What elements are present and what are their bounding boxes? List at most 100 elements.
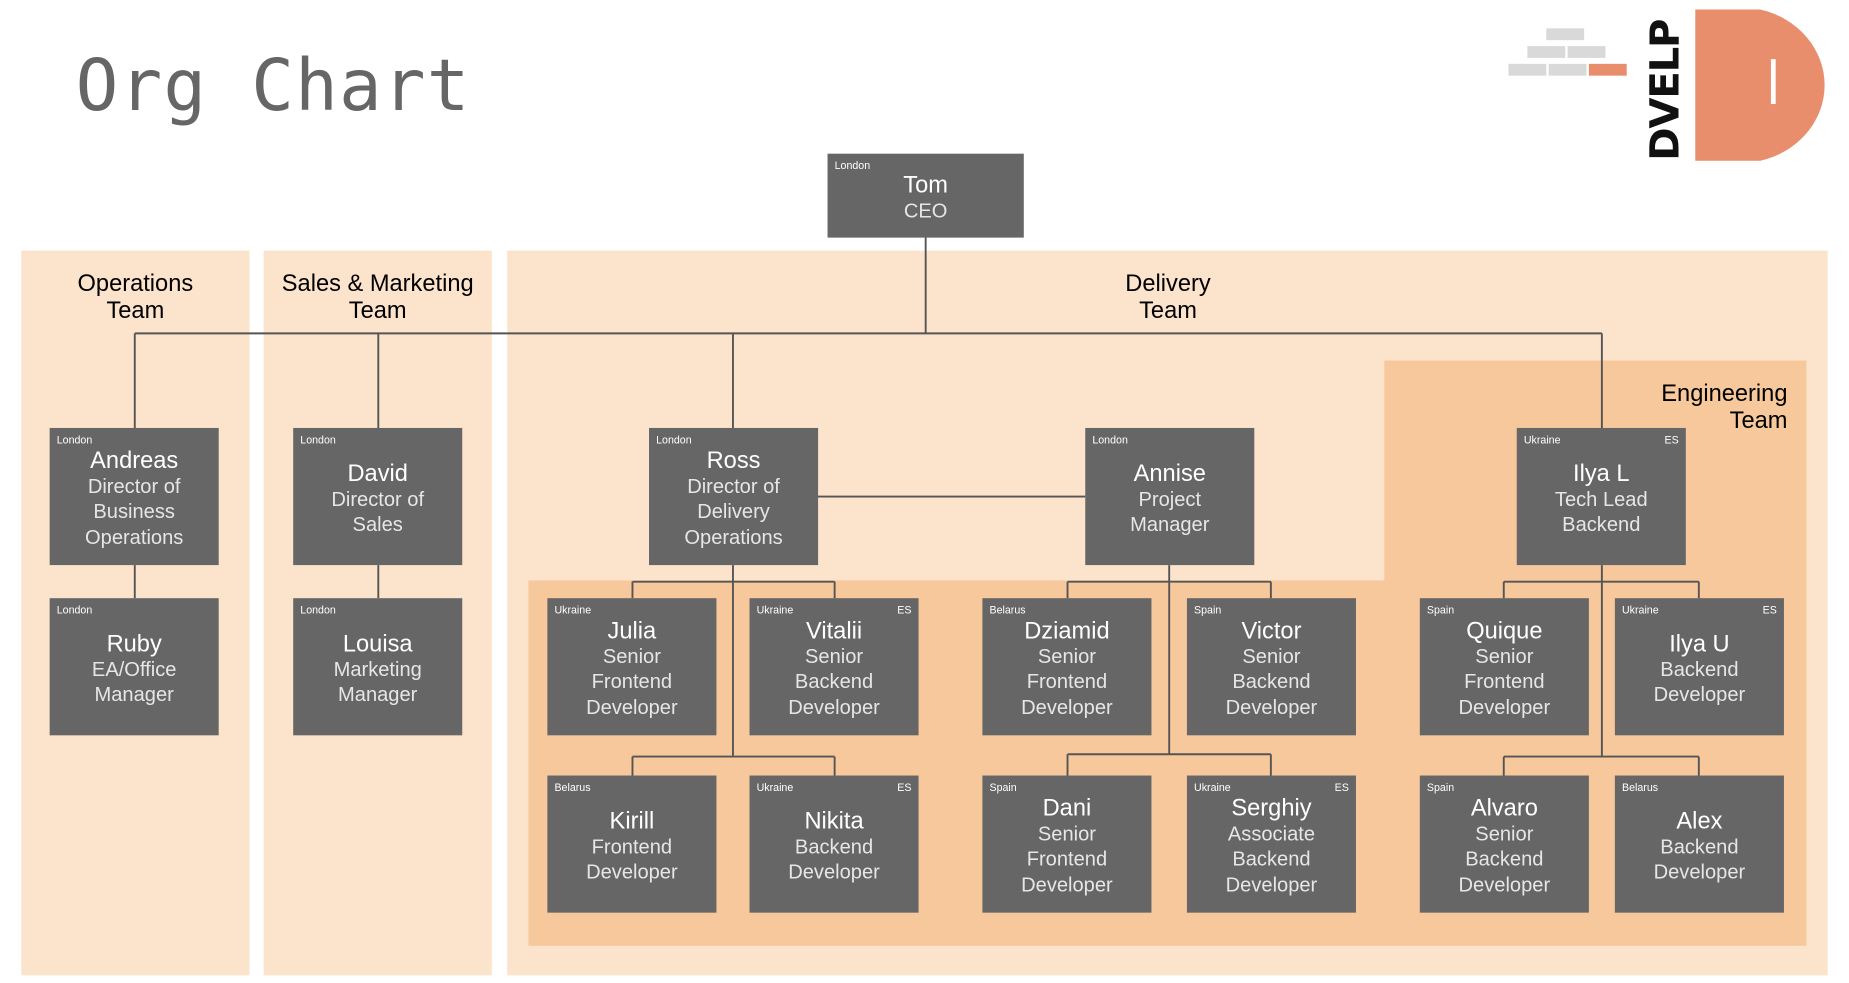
node-location: Spain: [1194, 604, 1222, 616]
node-role: Senior Backend Developer: [788, 645, 880, 719]
node-tom: London Tom CEO: [827, 153, 1024, 238]
node-text: Alex Backend Developer: [1615, 776, 1784, 913]
node-nikita: Ukraine ES Nikita Backend Developer: [749, 775, 919, 913]
node-text: Vitalii Senior Backend Developer: [750, 598, 919, 735]
node-role: Senior Frontend Developer: [1021, 822, 1113, 896]
node-location: Belarus: [554, 781, 591, 794]
page-title: Org Chart: [75, 44, 471, 128]
node-text: Nikita Backend Developer: [750, 776, 919, 913]
node-role: Senior Frontend Developer: [1458, 645, 1551, 719]
node-role: EA/Office Manager: [91, 657, 177, 706]
node-role: Senior Frontend Developer: [1021, 645, 1113, 719]
node-location: London: [56, 433, 93, 446]
engineering-team-panel: [528, 580, 1807, 946]
node-role: Backend Developer: [1653, 835, 1746, 884]
node-role: Frontend Developer: [586, 835, 678, 884]
node-alex: Belarus Alex Backend Developer: [1614, 775, 1784, 913]
node-location: Ukraine: [1194, 781, 1231, 794]
node-andreas: London Andreas Director of Business Oper…: [49, 427, 219, 566]
node-victor: Spain Victor Senior Backend Developer: [1186, 598, 1356, 736]
node-role: Senior Backend Developer: [1458, 822, 1551, 896]
node-name: Tom: [903, 172, 948, 199]
node-louisa: London Louisa Marketing Manager: [293, 598, 463, 736]
node-text: Annise Project Manager: [1085, 428, 1254, 565]
node-text: Victor Senior Backend Developer: [1187, 598, 1356, 735]
node-name: Dziamid: [1024, 617, 1110, 645]
node-location: Spain: [1426, 781, 1455, 794]
node-location: Spain: [989, 781, 1017, 794]
node-text: Alvaro Senior Backend Developer: [1420, 776, 1589, 913]
node-text: David Director of Sales: [293, 428, 462, 565]
node-role: Senior Frontend Developer: [586, 645, 678, 719]
node-name: Louisa: [342, 630, 413, 657]
node-role: Project Manager: [1130, 487, 1210, 536]
node-name: Quique: [1466, 617, 1543, 645]
node-julia: Ukraine Julia Senior Frontend Developer: [547, 598, 717, 736]
node-quique: Spain Quique Senior Frontend Developer: [1419, 598, 1589, 736]
node-location: London: [300, 433, 336, 446]
node-role: Director of Business Operations: [85, 474, 184, 549]
node-text: Louisa Marketing Manager: [293, 598, 462, 735]
node-location: Ukraine: [756, 604, 794, 616]
node-annise: London Annise Project Manager: [1085, 427, 1255, 566]
node-vitalii: Ukraine ES Vitalii Senior Backend Develo…: [749, 598, 919, 736]
node-location: London: [1092, 433, 1128, 446]
node-tag: ES: [897, 604, 912, 616]
node-ross: London Ross Director of Delivery Operati…: [649, 427, 819, 566]
node-name: Victor: [1241, 617, 1302, 645]
node-name: Ilya U: [1669, 630, 1730, 657]
node-name: Nikita: [804, 808, 864, 835]
logo-bricks: [1508, 28, 1627, 76]
operations-team-title: Operations Team: [77, 270, 194, 324]
node-text: Quique Senior Frontend Developer: [1420, 598, 1589, 735]
node-ilya-l: Ukraine ES Ilya L Tech Lead Backend: [1516, 427, 1686, 566]
node-location: Ukraine: [554, 604, 592, 616]
node-name: Ross: [706, 447, 761, 474]
node-name: Annise: [1133, 460, 1206, 487]
node-name: Alvaro: [1470, 795, 1538, 822]
node-text: Serghiy Associate Backend Developer: [1187, 776, 1356, 913]
node-name: Kirill: [609, 808, 655, 835]
node-role: CEO: [903, 199, 948, 222]
node-name: Vitalii: [806, 617, 863, 645]
node-dani: Spain Dani Senior Frontend Developer: [982, 775, 1152, 913]
node-name: David: [347, 460, 408, 487]
node-location: London: [300, 604, 336, 616]
node-text: Ilya L Tech Lead Backend: [1517, 428, 1686, 565]
node-david: London David Director of Sales: [293, 427, 463, 566]
node-tag: ES: [1762, 604, 1777, 616]
logo-wordmark: DVELP: [1643, 20, 1689, 161]
node-name: Julia: [607, 617, 657, 645]
node-name: Ruby: [106, 630, 162, 657]
node-location: Belarus: [989, 604, 1026, 616]
node-alvaro: Spain Alvaro Senior Backend Developer: [1419, 775, 1589, 913]
node-location: Ukraine: [1523, 433, 1561, 446]
node-location: Ukraine: [1621, 604, 1659, 616]
node-text: Ross Director of Delivery Operations: [649, 428, 818, 565]
node-role: Director of Delivery Operations: [684, 474, 783, 549]
node-role: Senior Backend Developer: [1225, 645, 1318, 719]
node-dziamid: Belarus Dziamid Senior Frontend Develope…: [982, 598, 1152, 736]
sales-team-title: Sales & Marketing Team: [281, 270, 474, 324]
node-tag: ES: [897, 781, 912, 794]
node-text: Andreas Director of Business Operations: [50, 428, 219, 565]
node-tag: ES: [1664, 433, 1679, 446]
node-location: London: [834, 159, 871, 172]
node-ilya-u: Ukraine ES Ilya U Backend Developer: [1614, 598, 1784, 736]
node-ruby: London Ruby EA/Office Manager: [49, 598, 219, 736]
node-role: Associate Backend Developer: [1225, 822, 1318, 896]
node-text: Tom CEO: [828, 154, 1024, 238]
node-text: Dani Senior Frontend Developer: [982, 776, 1151, 913]
dvelp-logo: DVELP: [1506, 5, 1849, 166]
node-role: Backend Developer: [1653, 657, 1746, 706]
node-text: Ruby EA/Office Manager: [50, 598, 219, 735]
node-location: Ukraine: [756, 781, 794, 794]
engineering-team-title: Engineering Team: [1661, 380, 1788, 434]
node-name: Alex: [1676, 808, 1723, 835]
node-name: Ilya L: [1573, 460, 1630, 487]
node-text: Kirill Frontend Developer: [547, 776, 716, 913]
node-kirill: Belarus Kirill Frontend Developer: [547, 775, 717, 913]
node-name: Serghiy: [1231, 795, 1312, 822]
logo-mark: DVELP: [1508, 9, 1825, 161]
